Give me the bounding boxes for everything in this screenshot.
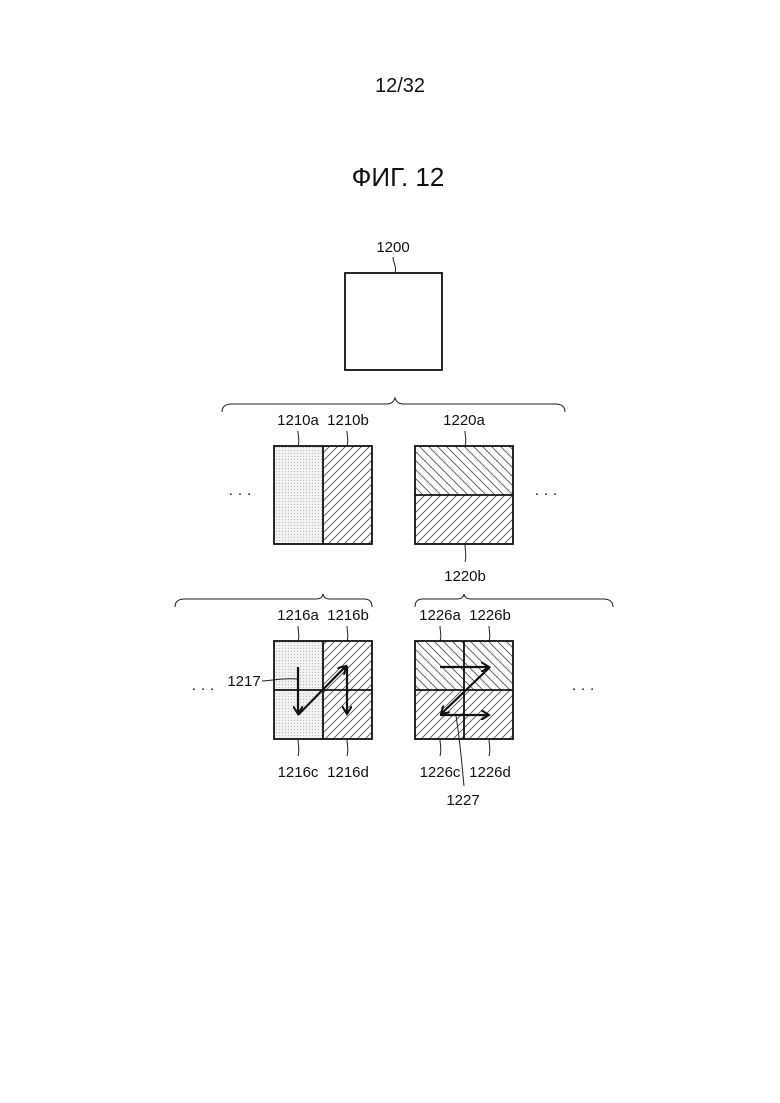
label-1220a: 1220a — [443, 412, 485, 429]
label-1217: 1217 — [227, 673, 260, 690]
brace — [175, 594, 372, 607]
label-1216c: 1216c — [278, 764, 319, 781]
label-1227: 1227 — [446, 792, 479, 809]
leader-line — [298, 431, 466, 446]
ellipsis: · · · — [191, 680, 214, 697]
ellipsis: · · · — [534, 485, 557, 502]
block-1200 — [345, 273, 442, 370]
block-1220b — [415, 495, 513, 544]
label-1216b: 1216b — [327, 607, 369, 624]
brace — [415, 594, 613, 607]
leader-line — [393, 257, 396, 273]
leader-line — [298, 626, 490, 641]
label-1210a: 1210a — [277, 412, 319, 429]
label-1226d: 1226d — [469, 764, 511, 781]
label-1226a: 1226a — [419, 607, 461, 624]
label-1226b: 1226b — [469, 607, 511, 624]
ellipsis: · · · — [571, 680, 594, 697]
block-1210b — [323, 446, 372, 544]
ellipsis: · · · — [228, 485, 251, 502]
block-1210a — [274, 446, 323, 544]
brace — [222, 398, 565, 412]
label-1220b: 1220b — [444, 568, 486, 585]
label-1226c: 1226c — [420, 764, 461, 781]
label-1210b: 1210b — [327, 412, 369, 429]
page-number: 12/32 — [375, 75, 425, 97]
label-1216d: 1216d — [327, 764, 369, 781]
label-1200: 1200 — [376, 239, 409, 256]
leader-line — [465, 544, 466, 562]
label-1216a: 1216a — [277, 607, 319, 624]
figure-title: ФИГ. 12 — [352, 162, 445, 192]
block-1220a — [415, 446, 513, 495]
